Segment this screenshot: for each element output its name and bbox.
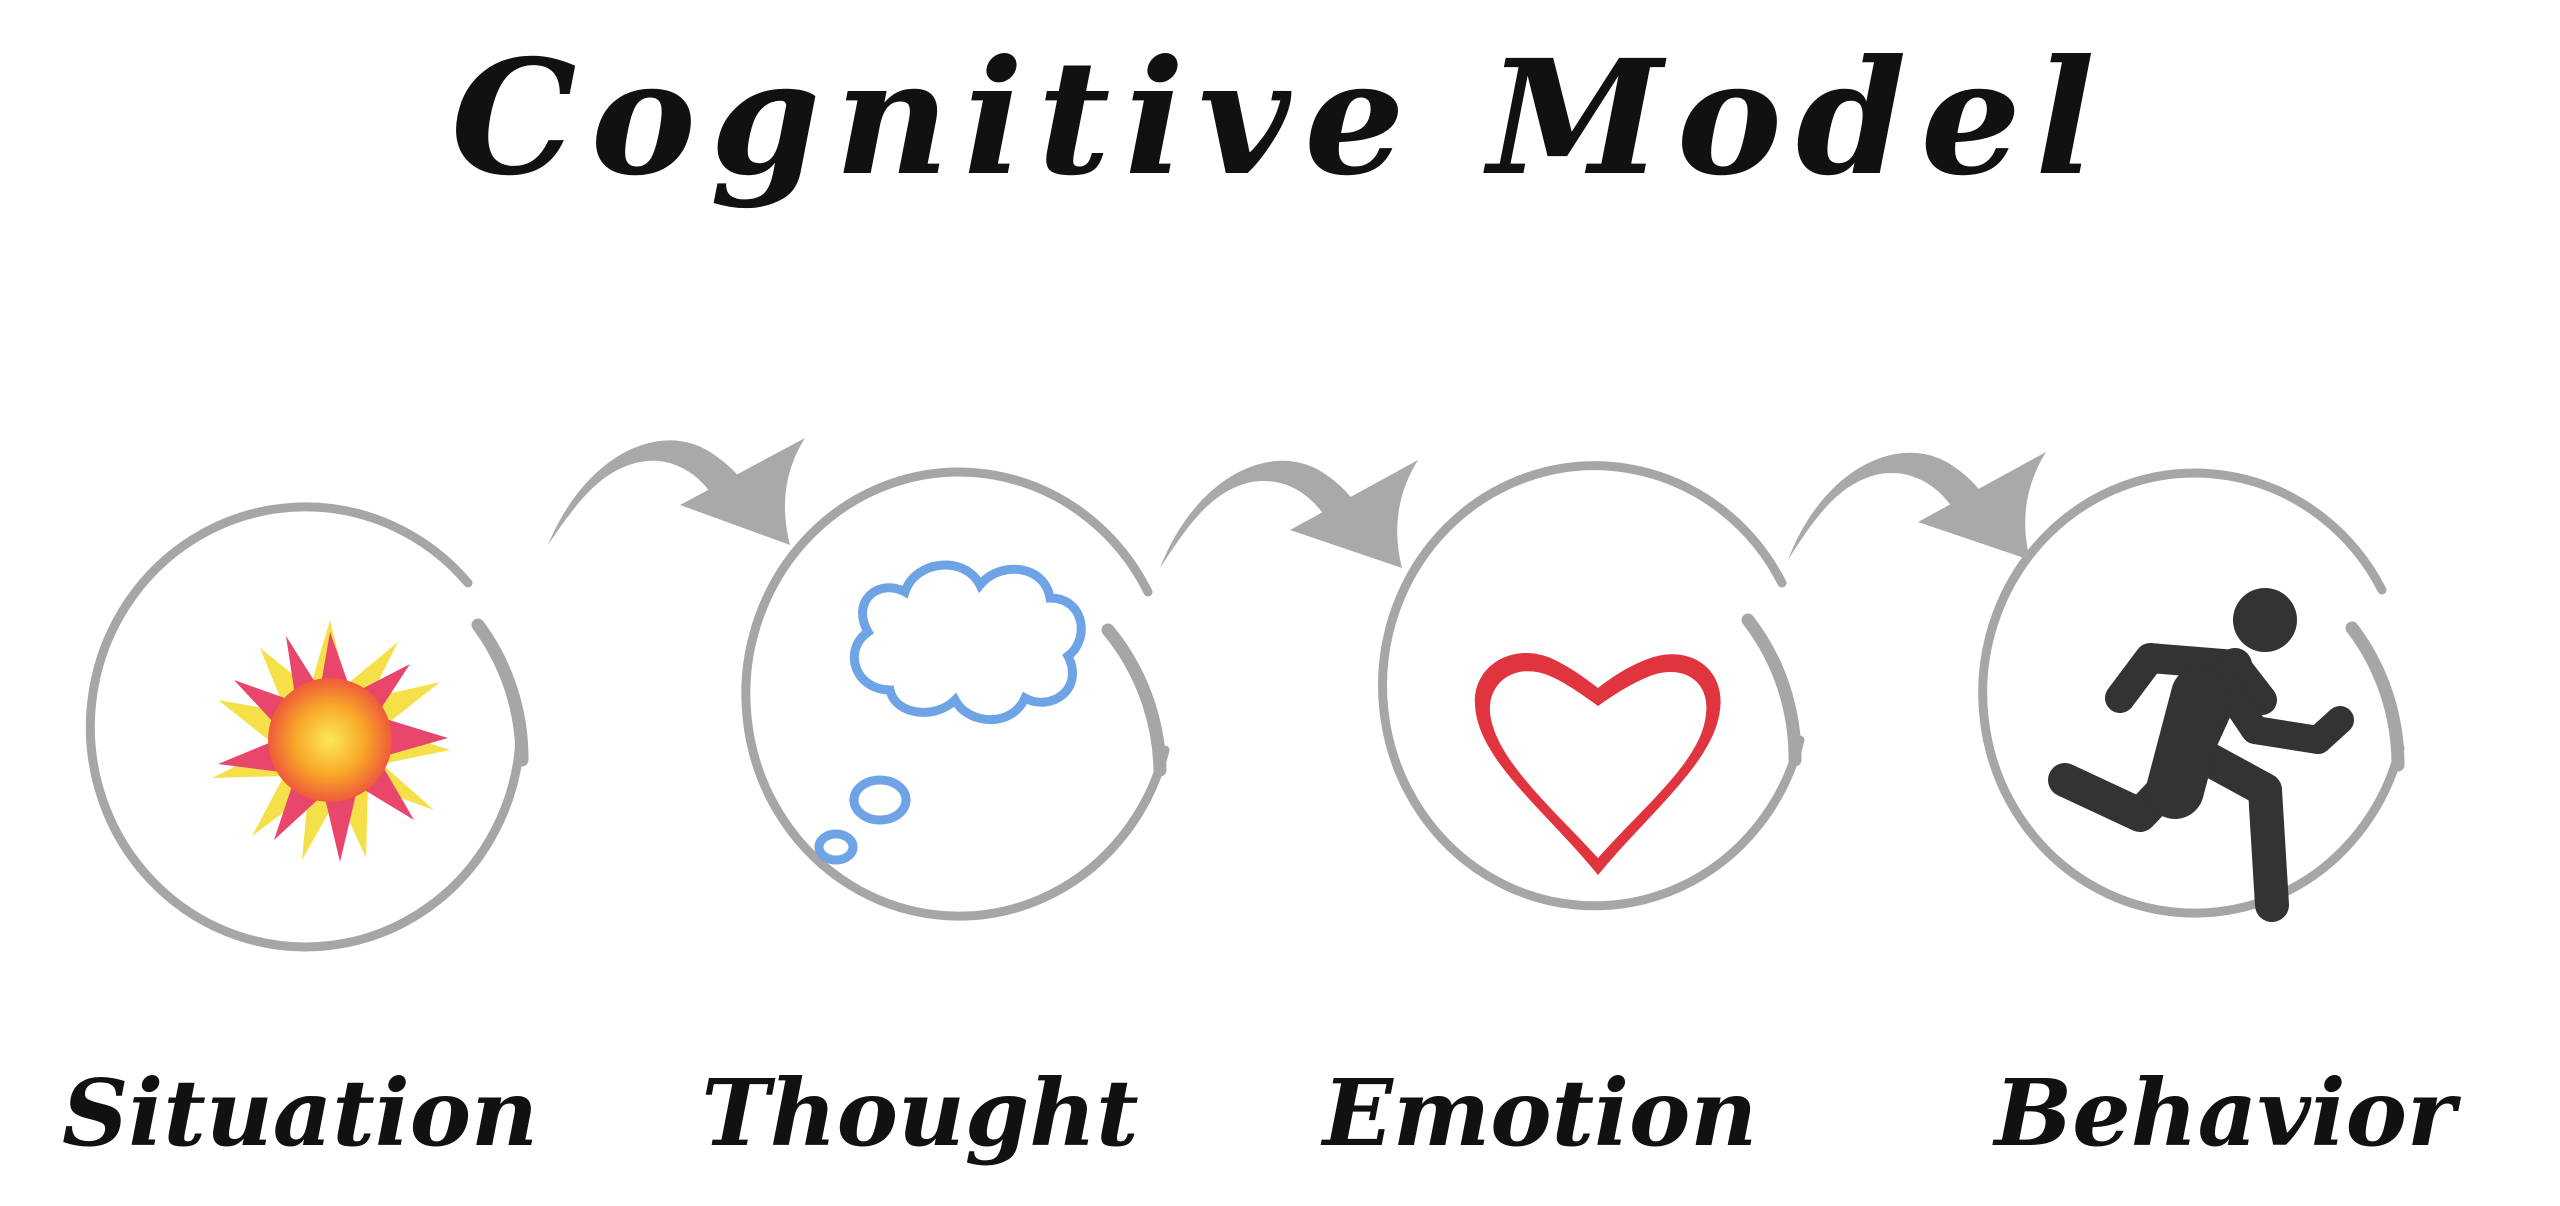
thought-cloud-icon xyxy=(814,560,1086,865)
step-label-situation: Situation xyxy=(61,1059,539,1167)
emotion-ring xyxy=(1378,461,1805,911)
arrow-emotion-to-behavior xyxy=(1788,452,2046,560)
thought-ring xyxy=(741,467,1170,921)
arrow-situation-to-thought xyxy=(548,438,805,545)
running-person-icon xyxy=(2048,588,2354,922)
diagram-title: Cognitive Model xyxy=(450,26,2110,211)
heart-icon xyxy=(1474,652,1721,875)
step-label-behavior: Behavior xyxy=(1994,1059,2456,1167)
step-label-emotion: Emotion xyxy=(1322,1059,1758,1167)
arrow-thought-to-emotion xyxy=(1160,460,1418,568)
starburst-icon xyxy=(212,620,450,862)
step-label-thought: Thought xyxy=(701,1059,1139,1167)
situation-ring xyxy=(85,502,529,952)
